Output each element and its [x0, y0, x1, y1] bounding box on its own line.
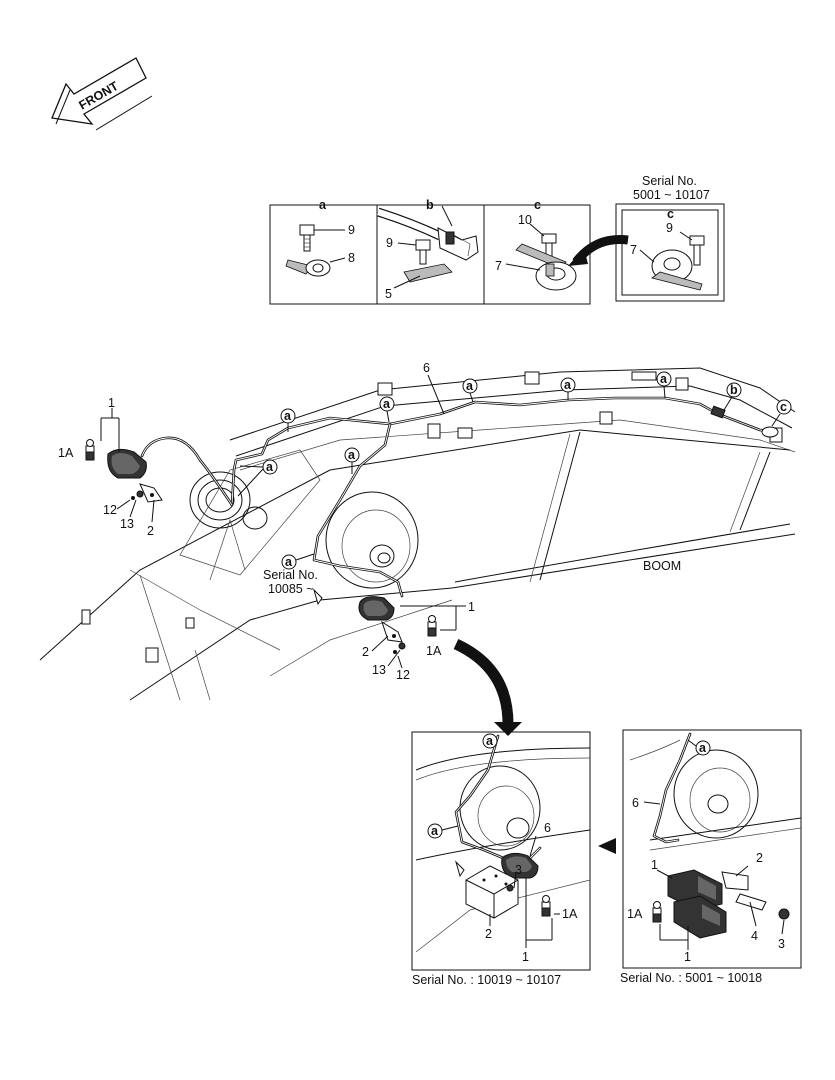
inset-right-part-3: 3 — [778, 937, 785, 951]
inset-right-part-4: 4 — [751, 929, 758, 943]
serial-box-part-7: 7 — [630, 243, 637, 257]
inset-left-marker-a: a — [482, 733, 498, 749]
inset-left-part-1a: 1A — [562, 907, 578, 921]
bolt-icon — [689, 235, 705, 266]
bulb-icon — [85, 439, 95, 461]
center-lamp-bulb: 1A — [426, 644, 442, 658]
detail-a-part-9: 9 — [348, 223, 355, 237]
svg-text:a: a — [699, 741, 707, 755]
inset-right-caption: Serial No. : 5001 ~ 10018 — [620, 971, 762, 985]
detail-box-b: b 9 5 — [376, 198, 479, 301]
detail-c-part-7: 7 — [495, 259, 502, 273]
clip-markers: a a a a a a a — [237, 371, 792, 570]
bulb-icon — [652, 901, 662, 923]
inset-left-part-6: 6 — [544, 821, 551, 835]
svg-text:a: a — [348, 448, 356, 462]
inset-left-part-2: 2 — [485, 927, 492, 941]
inset-left-part-3: 3 — [515, 863, 522, 877]
svg-text:c: c — [780, 400, 787, 414]
clamp-icon — [285, 259, 331, 277]
inset-right-part-1-top: 1 — [651, 858, 658, 872]
center-serial-line1: Serial No. — [263, 568, 318, 582]
svg-text:a: a — [284, 409, 292, 423]
center-lamp-part-1: 1 — [468, 600, 475, 614]
serial-box-c: Serial No. 5001 ~ 10107 c 9 7 — [615, 174, 725, 302]
inset-right-part-1a: 1A — [627, 907, 643, 921]
clip-marker-a: a — [344, 447, 360, 474]
detail-box-c: c 10 7 — [495, 198, 629, 291]
svg-text:a: a — [660, 372, 668, 386]
center-lamp-washer: 13 — [372, 663, 386, 677]
front-arrow: FRONT — [51, 57, 153, 131]
inset-right-part-1-bottom: 1 — [684, 950, 691, 964]
left-lamp-bulb: 1A — [58, 446, 74, 460]
clip-marker-a: a — [462, 378, 478, 403]
wire-label-6: 6 — [423, 361, 430, 375]
center-lamp-bolt: 12 — [396, 668, 410, 682]
left-work-lamp: 1 1A 2 13 12 — [58, 396, 163, 538]
svg-text:a: a — [564, 378, 572, 392]
boom-label: BOOM — [643, 559, 681, 573]
clip-marker-a: a — [379, 396, 395, 423]
clip-marker-a: a — [237, 459, 278, 497]
clip-marker-c: c — [771, 399, 792, 427]
inset-left-caption: Serial No. : 10019 ~ 10107 — [412, 973, 561, 987]
left-lamp-part-1: 1 — [108, 396, 115, 410]
bolt-icon — [415, 239, 431, 265]
serial-box-part-9: 9 — [666, 221, 673, 235]
clip-marker-a: a — [656, 371, 672, 399]
svg-text:a: a — [431, 824, 439, 838]
svg-text:a: a — [285, 555, 293, 569]
left-lamp-washer: 13 — [120, 517, 134, 531]
detail-strip — [269, 204, 591, 305]
svg-text:a: a — [266, 460, 274, 474]
bulb-icon — [427, 615, 437, 637]
detail-b-part-9: 9 — [386, 236, 393, 250]
center-lamp-bracket: 2 — [362, 645, 369, 659]
svg-text:a: a — [486, 734, 494, 748]
bolt-icon — [299, 224, 315, 252]
serial-box-letter: c — [667, 207, 674, 221]
inset-left-marker-a: a — [427, 823, 459, 839]
inset-left: a a 6 3 2 1 1A Serial No. — [411, 731, 591, 987]
clip-marker-a: a — [560, 377, 576, 400]
inset-right-part-6: 6 — [632, 796, 639, 810]
inset-right-marker-a: a — [687, 739, 711, 756]
svg-text:b: b — [730, 383, 738, 397]
inset-pointer-icon — [598, 838, 616, 854]
inset-left-part-1: 1 — [522, 950, 529, 964]
left-lamp-bracket: 2 — [147, 524, 154, 538]
clip-marker-a: a — [281, 553, 315, 570]
inset-right: a 6 1 2 1A 1 4 3 Serial No. : 5001 — [620, 729, 802, 985]
svg-text:a: a — [466, 379, 474, 393]
detail-c-part-10: 10 — [518, 213, 532, 227]
serial-box-line2: 5001 ~ 10107 — [633, 188, 710, 202]
center-serial-line2: 10085 ~ — [268, 582, 314, 596]
detail-a-part-8: 8 — [348, 251, 355, 265]
detail-b-part-5: 5 — [385, 287, 392, 301]
center-work-lamp: Serial No. 10085 ~ 1 1A 2 13 12 — [263, 568, 475, 682]
svg-text:a: a — [383, 397, 391, 411]
left-lamp-bolt: 12 — [103, 503, 117, 517]
serial-box-line1: Serial No. — [642, 174, 697, 188]
inset-right-part-2: 2 — [756, 851, 763, 865]
connector-icon — [437, 227, 479, 261]
clip-marker-a: a — [280, 408, 296, 432]
main-harness — [140, 396, 774, 598]
detail-a-letter: a — [319, 198, 327, 212]
detail-b-letter: b — [426, 198, 434, 212]
detail-c-letter: c — [534, 198, 541, 212]
clip-marker-b: b — [723, 382, 742, 411]
bulb-icon — [541, 895, 551, 917]
boom-structure — [39, 367, 796, 701]
detail-box-a: a 9 8 — [285, 198, 355, 277]
